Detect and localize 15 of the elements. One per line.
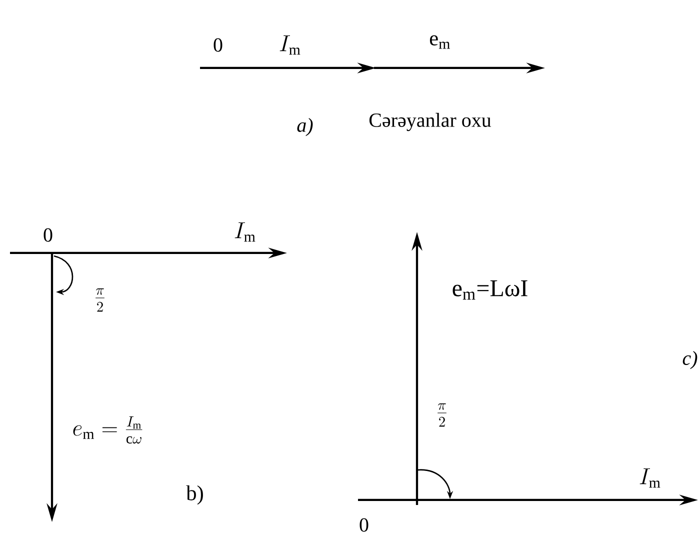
angle-label: $\frac{\pi}{2}$ [96, 288, 104, 312]
formula: e$_{m}$=LωI [452, 280, 528, 300]
vector-label: e$_{m}$ [430, 35, 450, 49]
vector-label: $I_{\mathrm{m}}$ [280, 35, 300, 55]
angle-label: $\frac{\pi}{2}$ [438, 403, 446, 427]
panel-label: b) [186, 485, 203, 505]
origin-label: 0 [360, 518, 368, 532]
formula: $e_{\mathrm{m}}=\frac{I_{\mathrm{m}}}{\mathrm{c}\omega}$ [73, 416, 142, 444]
panel-label: a) [297, 118, 313, 136]
axis-caption: Cərəyanlar oxu [369, 112, 492, 132]
panel-label: c) [682, 350, 698, 370]
origin-label: 0 [214, 38, 222, 52]
origin-label: 0 [44, 228, 52, 242]
vector-label: $I_{\mathrm{m}}$ [640, 468, 660, 488]
vector-label: $I_{\mathrm{m}}$ [234, 222, 256, 242]
